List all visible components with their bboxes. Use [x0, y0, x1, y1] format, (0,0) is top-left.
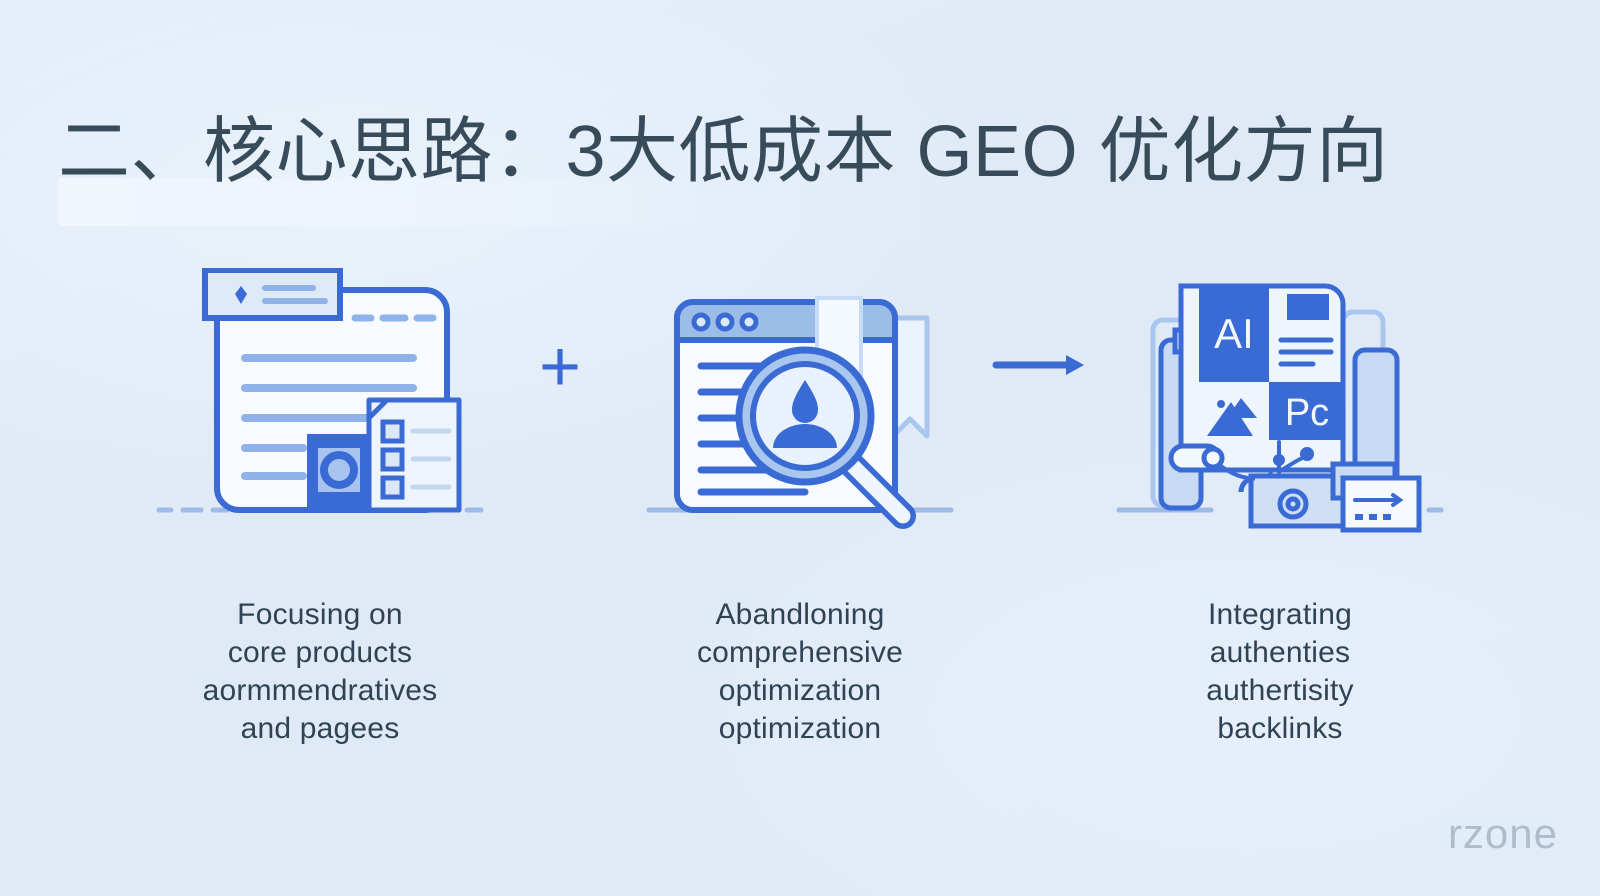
browser-magnifier-illustration [635, 268, 965, 536]
browser-magnifier-svg [646, 296, 954, 529]
step-1-caption: Focusing on core products aormmendrative… [203, 596, 438, 748]
gear-icon [1277, 488, 1309, 520]
caption-line: comprehensive [696, 636, 904, 670]
machine-base [1238, 473, 1358, 529]
step-2: Abandloning comprehensive optimization o… [635, 268, 965, 748]
window-dots [691, 312, 759, 332]
card-header-banner [202, 268, 343, 321]
ai-label: AI [1214, 310, 1254, 357]
magnifier-icon [735, 346, 916, 529]
caption-line: and pagees [240, 712, 400, 746]
pc-label: Pc [1285, 392, 1329, 434]
steps-row: Focusing on core products aormmendrative… [0, 268, 1600, 788]
media-thumbnail [307, 434, 369, 510]
caption-line: optimization [718, 674, 882, 708]
step-1: Focusing on core products aormmendrative… [155, 268, 485, 748]
caption-line: authertisity [1206, 674, 1354, 708]
step-2-caption: Abandloning comprehensive optimization o… [697, 596, 903, 748]
caption-line: authenties [1209, 636, 1351, 670]
ai-content-machine-svg: AI [1116, 283, 1444, 533]
step-3: AI [1115, 268, 1445, 748]
checklist-panel [366, 397, 462, 513]
image-placeholder [1199, 382, 1269, 440]
step-3-caption: Integrating authenties authertisity back… [1206, 596, 1353, 748]
ai-content-machine-illustration: AI [1115, 268, 1445, 536]
watermark-logo: rzone [1447, 810, 1558, 857]
caption-line: Abandloning [715, 598, 885, 631]
sheet-lines [1278, 337, 1334, 367]
pin-icon [235, 286, 247, 304]
caption-line: Focusing on [237, 598, 403, 631]
sheet-chip [1287, 294, 1329, 320]
card-text-lines [241, 354, 417, 480]
plus-icon: + [538, 327, 582, 407]
caption-line: aormmendratives [202, 674, 438, 708]
caption-line: Integrating [1208, 598, 1352, 631]
ai-block [1199, 286, 1269, 382]
output-tray [1330, 461, 1422, 533]
roller-tool [1168, 443, 1225, 473]
document-checklist-svg [156, 268, 484, 513]
arrow-icon [992, 350, 1088, 385]
caption-line: core products [227, 636, 413, 670]
caption-line: optimization [718, 712, 882, 746]
connector-arrow [965, 268, 1115, 536]
person-avatar-icon [773, 380, 837, 448]
pc-block [1269, 382, 1345, 440]
caption-line: backlinks [1217, 712, 1343, 746]
document-checklist-illustration [155, 268, 485, 536]
page-title: 二、核心思路：3大低成本 GEO 优化方向 [58, 112, 1389, 193]
connector-plus: + [485, 268, 635, 536]
